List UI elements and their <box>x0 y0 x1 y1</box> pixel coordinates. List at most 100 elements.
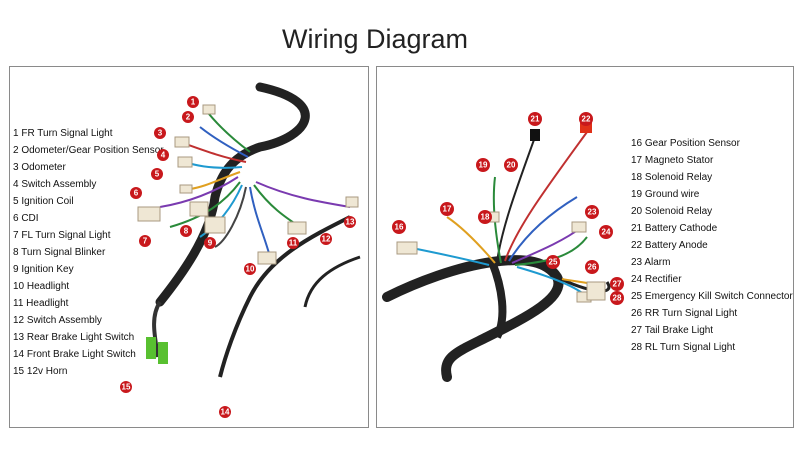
marker-pin <box>182 111 194 123</box>
legend-item: 2 Odometer/Gear Position Sensor <box>13 145 164 156</box>
marker-pin <box>585 260 599 274</box>
legend-item: 9 Ignition Key <box>13 264 74 275</box>
connector <box>586 281 606 301</box>
connector <box>396 241 418 255</box>
connector <box>345 196 359 208</box>
legend-item: 1 FR Turn Signal Light <box>13 128 113 139</box>
harness-cable <box>218 215 351 378</box>
marker-label: 17 <box>443 205 452 214</box>
marker-group: 1 2 3 4 5 6 7 8 9 10 11 12 13 14 15 <box>120 96 356 418</box>
connector <box>257 251 277 265</box>
harness-cable <box>303 255 361 308</box>
marker-pin <box>157 149 169 161</box>
marker-label: 8 <box>184 227 189 236</box>
connector <box>202 104 216 115</box>
marker-pin <box>504 158 518 172</box>
connector <box>174 136 190 148</box>
connector-group <box>137 104 359 265</box>
legend-item: 23 Alarm <box>631 257 671 268</box>
green-connector <box>158 342 168 364</box>
legend-item: 20 Solenoid Relay <box>631 206 713 217</box>
marker-label: 23 <box>588 208 597 217</box>
marker-label: 12 <box>322 235 331 244</box>
green-connector-group <box>146 337 168 364</box>
green-connector <box>146 337 156 359</box>
legend-item: 17 Magneto Stator <box>631 155 714 166</box>
legend-item: 18 Solenoid Relay <box>631 172 713 183</box>
marker-label: 5 <box>155 170 160 179</box>
marker-pin <box>344 216 356 228</box>
legend-item: 11 Headlight <box>13 298 69 309</box>
marker-pin <box>599 225 613 239</box>
marker-pin <box>151 168 163 180</box>
legend-item: 3 Odometer <box>13 162 66 173</box>
marker-label: 27 <box>613 280 622 289</box>
marker-label: 25 <box>549 258 558 267</box>
marker-pin <box>204 237 216 249</box>
marker-pin <box>320 233 332 245</box>
harness-branch <box>488 260 507 339</box>
marker-label: 24 <box>602 228 611 237</box>
legend-item: 5 Ignition Coil <box>13 196 74 207</box>
marker-label: 15 <box>122 383 131 392</box>
marker-label: 6 <box>134 189 139 198</box>
harness-branch <box>152 300 162 358</box>
marker-pin <box>478 210 492 224</box>
legend-item: 28 RL Turn Signal Light <box>631 342 736 353</box>
legend-item: 14 Front Brake Light Switch <box>13 349 136 360</box>
marker-pin <box>610 277 624 291</box>
marker-label: 26 <box>588 263 597 272</box>
marker-pin <box>440 202 454 216</box>
legend-item: 8 Turn Signal Blinker <box>13 247 106 258</box>
marker-pin <box>139 235 151 247</box>
marker-label: 28 <box>613 294 622 303</box>
marker-label: 11 <box>289 239 298 248</box>
legend-item: 24 Rectifier <box>631 274 682 285</box>
harness-trunk <box>382 255 564 382</box>
marker-label: 4 <box>161 151 166 160</box>
marker-pin <box>180 225 192 237</box>
marker-label: 10 <box>246 265 255 274</box>
right-diagram-panel: 16 Gear Position Sensor 17 Magneto Stato… <box>376 66 794 428</box>
marker-label: 14 <box>221 408 230 417</box>
marker-pin <box>219 406 231 418</box>
marker-label: 13 <box>346 218 355 227</box>
legend-item: 7 FL Turn Signal Light <box>13 230 111 241</box>
battery-terminal <box>530 129 540 141</box>
legend-item: 25 Emergency Kill Switch Connector <box>631 291 793 302</box>
page-title: Wiring Diagram <box>281 24 469 54</box>
legend-item: 19 Ground wire <box>631 189 700 200</box>
marker-label: 16 <box>395 223 404 232</box>
connector <box>571 221 587 233</box>
legend-item: 16 Gear Position Sensor <box>631 138 740 149</box>
legend-item: 26 RR Turn Signal Light <box>631 308 738 319</box>
marker-pin <box>546 255 560 269</box>
marker-pin <box>392 220 406 234</box>
marker-pin <box>154 127 166 139</box>
marker-pin <box>528 112 542 126</box>
marker-pin <box>244 263 256 275</box>
connector <box>177 156 193 168</box>
legend-item: 12 Switch Assembly <box>13 315 102 326</box>
legend-item: 10 Headlight <box>13 281 70 292</box>
marker-label: 22 <box>582 115 591 124</box>
marker-label: 19 <box>479 161 488 170</box>
right-legend: 16 Gear Position Sensor 17 Magneto Stato… <box>631 135 793 356</box>
marker-pin <box>130 187 142 199</box>
legend-item: 13 Rear Brake Light Switch <box>13 332 135 343</box>
marker-label: 2 <box>186 113 191 122</box>
marker-label: 3 <box>158 129 163 138</box>
wire-fan <box>159 108 351 258</box>
marker-pin <box>585 205 599 219</box>
connector <box>189 201 209 217</box>
left-diagram-panel: 1 FR Turn Signal Light 2 Odometer/Gear P… <box>9 66 369 428</box>
marker-label: 1 <box>191 98 196 107</box>
marker-pin <box>579 112 593 126</box>
harness-trunk <box>155 82 310 307</box>
connector <box>287 221 307 235</box>
marker-label: 7 <box>143 237 148 246</box>
legend-item: 21 Battery Cathode <box>631 223 718 234</box>
left-legend: 1 FR Turn Signal Light 2 Odometer/Gear P… <box>13 125 164 380</box>
right-harness-illustration: 16 17 18 19 20 21 22 23 24 25 26 27 28 <box>382 112 624 382</box>
marker-label: 9 <box>208 239 213 248</box>
